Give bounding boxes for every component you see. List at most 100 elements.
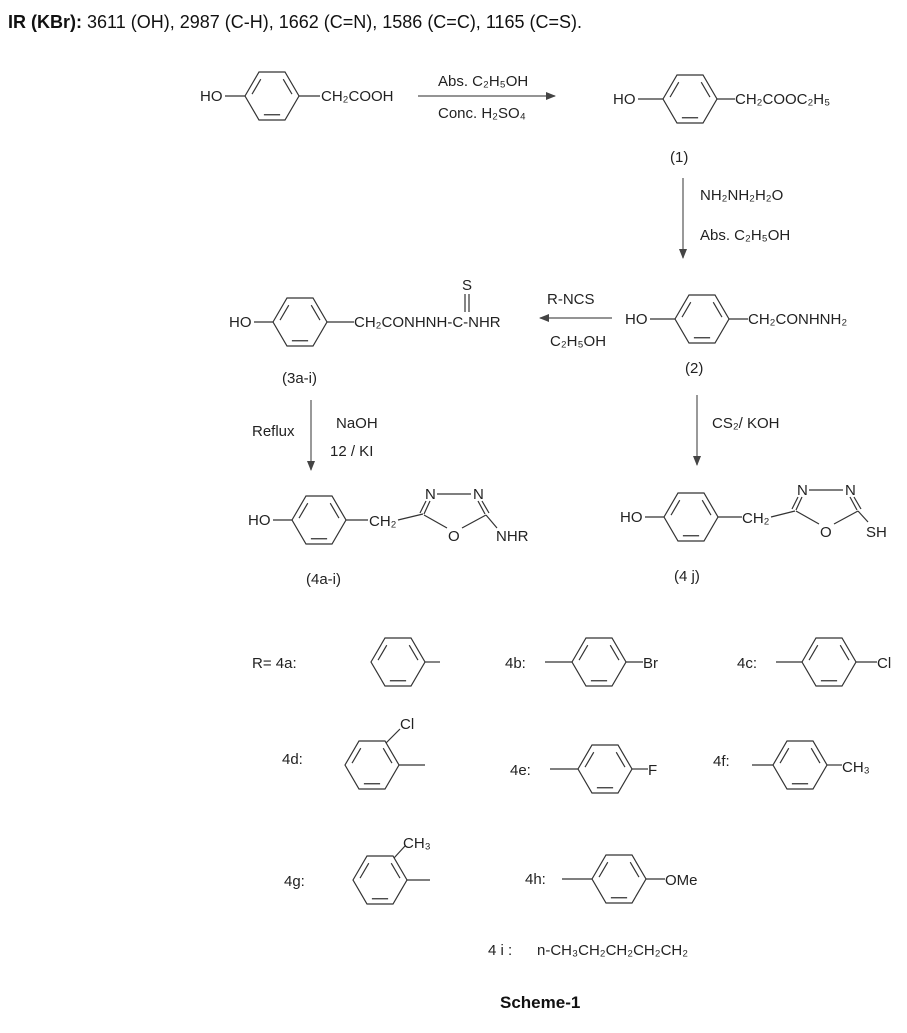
- ring-double-bond: [670, 499, 681, 516]
- oxadiazole-o: O: [820, 524, 832, 541]
- thione-sulfur: S: [462, 277, 472, 294]
- product4-ch2: CH₂: [369, 513, 397, 530]
- benzene-ring: [801, 637, 857, 687]
- oxadiazole-o: O: [448, 528, 460, 545]
- ring-double-bond: [310, 304, 321, 321]
- ring-double-bond: [712, 301, 723, 318]
- product3-chain: CH₂CONHNH-C-NHR: [354, 314, 501, 331]
- ring-double-bond: [598, 861, 609, 878]
- ir-label: IR (KBr):: [8, 12, 82, 32]
- step4-condition: Reflux: [252, 423, 295, 440]
- r-group-4h-label: 4h:: [525, 871, 546, 888]
- product5-substituent: SH: [866, 524, 887, 541]
- ring-double-bond: [351, 747, 362, 764]
- ring-double-bond: [808, 644, 819, 661]
- benzene-ring: [291, 495, 347, 545]
- ring-double-bond: [390, 862, 401, 879]
- benzene-ring: [244, 71, 300, 121]
- compound-label-4a-i: (4a-i): [306, 571, 341, 588]
- ring-double-bond: [578, 644, 589, 661]
- product3-ho: HO: [229, 314, 252, 331]
- bond: [385, 728, 401, 744]
- step1-reagent-bottom: Conc. H₂SO₄: [438, 105, 526, 122]
- step2-reagent-top: NH₂NH₂H₂O: [700, 187, 783, 204]
- r-group-4d-sub: Cl: [400, 716, 414, 733]
- ir-data-line: IR (KBr): 3611 (OH), 2987 (C-H), 1662 (C…: [8, 12, 582, 33]
- benzene-ring: [577, 744, 633, 794]
- step3-reagent-bottom: C₂H₅OH: [550, 333, 606, 350]
- product4-substituent: NHR: [496, 528, 529, 545]
- oxadiazole-ring: [419, 493, 490, 529]
- bond: [770, 510, 796, 518]
- ring-double-bond: [700, 81, 711, 98]
- step4-reagent-top: NaOH: [336, 415, 378, 432]
- r-group-4a-label: R= 4a:: [252, 655, 297, 672]
- bond: [857, 510, 869, 523]
- ring-double-bond: [681, 301, 692, 318]
- ring-double-bond: [251, 78, 262, 95]
- benzene-ring: [772, 740, 828, 790]
- benzene-ring: [591, 854, 647, 904]
- benzene-ring: [662, 74, 718, 124]
- ring-double-bond: [615, 751, 626, 768]
- ring-double-bond: [329, 502, 340, 519]
- product4-ho: HO: [248, 512, 271, 529]
- ring-double-bond: [298, 502, 309, 519]
- compound-label-3: (3a-i): [282, 370, 317, 387]
- ring-double-bond: [669, 81, 680, 98]
- oxadiazole-n1: N: [425, 486, 436, 503]
- bond: [397, 513, 424, 521]
- product2-ho: HO: [625, 311, 648, 328]
- r-group-4g-sub: CH₃: [403, 835, 431, 852]
- oxadiazole-n1: N: [797, 482, 808, 499]
- r-group-4i-label: 4 i :: [488, 942, 512, 959]
- ring-double-bond: [609, 644, 620, 661]
- product1-chain: CH₂COOC₂H₅: [735, 91, 830, 108]
- scheme-caption: Scheme-1: [500, 993, 580, 1012]
- step5-reagent: CS₂/ KOH: [712, 415, 780, 432]
- r-group-4g-label: 4g:: [284, 873, 305, 890]
- r-group-4b-sub: Br: [643, 655, 658, 672]
- bond: [485, 514, 498, 529]
- oxadiazole-n2: N: [845, 482, 856, 499]
- bond: [393, 845, 406, 859]
- r-group-4f-label: 4f:: [713, 753, 730, 770]
- compound-label-4j: (4 j): [674, 568, 700, 585]
- ring-double-bond: [839, 644, 850, 661]
- step3-reagent-top: R-NCS: [547, 291, 595, 308]
- product2-chain: CH₂CONHNH₂: [748, 311, 847, 328]
- r-group-4e-label: 4e:: [510, 762, 531, 779]
- ring-double-bond: [377, 644, 388, 661]
- oxadiazole-ring: [791, 489, 862, 525]
- oxadiazole-n2: N: [473, 486, 484, 503]
- r-group-4b-label: 4b:: [505, 655, 526, 672]
- benzene-ring: [344, 740, 400, 790]
- benzene-rings: [244, 71, 857, 905]
- step4-reagent-bottom: 12 / KI: [330, 443, 373, 460]
- r-group-4c-label: 4c:: [737, 655, 757, 672]
- benzene-ring: [663, 492, 719, 542]
- benzene-ring: [370, 637, 426, 687]
- ring-double-bond: [359, 862, 370, 879]
- benzene-ring: [674, 294, 730, 344]
- benzene-ring: [272, 297, 328, 347]
- compound-label-2: (2): [685, 360, 703, 377]
- ring-double-bond: [282, 78, 293, 95]
- ring-double-bond: [629, 861, 640, 878]
- product5-ho: HO: [620, 509, 643, 526]
- product1-ho: HO: [613, 91, 636, 108]
- ring-double-bond: [779, 747, 790, 764]
- benzene-ring: [571, 637, 627, 687]
- step1-reagent-top: Abs. C₂H₅OH: [438, 73, 528, 90]
- ir-values: 3611 (OH), 2987 (C-H), 1662 (C=N), 1586 …: [82, 12, 583, 32]
- start-chain: CH₂COOH: [321, 88, 394, 105]
- r-group-4f-sub: CH₃: [842, 759, 870, 776]
- ring-double-bond: [408, 644, 419, 661]
- r-group-4c-sub: Cl: [877, 655, 891, 672]
- ring-double-bond: [279, 304, 290, 321]
- ring-double-bond: [810, 747, 821, 764]
- r-group-4d-label: 4d:: [282, 751, 303, 768]
- ring-double-bond: [382, 747, 393, 764]
- r-group-4e-sub: F: [648, 762, 657, 779]
